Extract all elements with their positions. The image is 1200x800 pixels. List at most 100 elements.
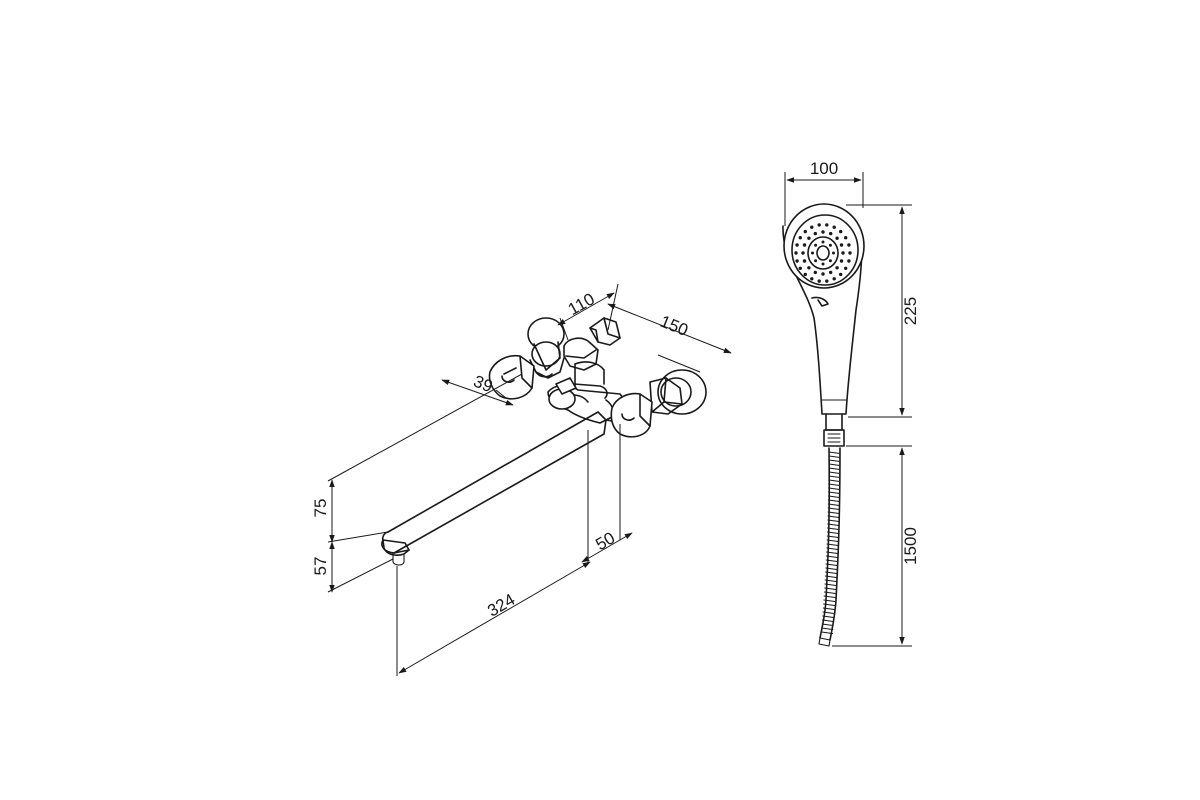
- dim-label-1500: 1500: [901, 527, 920, 565]
- nozzle-dot: [839, 229, 843, 234]
- faucet-dimension-lines: [329, 292, 732, 674]
- hose-ring: [828, 459, 841, 463]
- hose-ring: [827, 523, 840, 527]
- right-valve: [610, 369, 707, 438]
- hose-ring: [828, 471, 841, 475]
- nozzle-dot: [821, 230, 825, 234]
- faucet-drawing: 110 150 39 75 57 324 50: [311, 283, 732, 676]
- hose-ring: [828, 487, 841, 491]
- nozzle-dot: [798, 266, 802, 270]
- hose-ring: [828, 475, 841, 479]
- nozzle-dot: [794, 251, 798, 255]
- dim-line-324: [398, 561, 591, 674]
- nozzle-dot: [829, 270, 833, 275]
- dim-line-39: [441, 379, 514, 406]
- hose-ring: [827, 507, 840, 511]
- shower-dimension-labels: 100 225 1500: [810, 159, 920, 565]
- hose-ring: [827, 515, 840, 519]
- nozzle-dot: [803, 272, 807, 277]
- nozzle-dot: [841, 251, 845, 255]
- nozzle-dot: [825, 223, 829, 227]
- nozzle-dot: [821, 272, 825, 276]
- nozzle-dot: [802, 259, 807, 263]
- nozzle-dot: [803, 229, 807, 234]
- hose-ring: [825, 555, 838, 559]
- hose-ring: [828, 479, 841, 483]
- hose-ring: [828, 451, 841, 455]
- nozzle-dot: [844, 236, 848, 240]
- hose-ring: [821, 619, 834, 623]
- dim-label-57: 57: [311, 557, 330, 576]
- nozzle-dot: [807, 236, 811, 240]
- hose-ring: [822, 615, 835, 619]
- nozzle-dot: [810, 225, 814, 229]
- dim-label-100: 100: [810, 159, 838, 178]
- nozzle-dot: [835, 236, 839, 240]
- faucet-dimension-labels: 110 150 39 75 57 324 50: [311, 289, 691, 620]
- hose-ring: [823, 591, 836, 595]
- hose-ring: [825, 559, 838, 563]
- hose-ring: [826, 535, 839, 539]
- nozzle-dot: [798, 236, 802, 240]
- hose-ring: [824, 575, 837, 579]
- hose-ring: [823, 603, 836, 607]
- nozzle-dot: [814, 259, 818, 263]
- hose-ring: [826, 551, 839, 555]
- shower-head: [783, 203, 865, 307]
- hose-ring: [827, 499, 840, 503]
- nozzle-dot: [802, 243, 807, 247]
- hose-ring: [826, 543, 839, 547]
- nozzle-dot: [795, 259, 799, 263]
- hose-ring: [825, 563, 838, 567]
- nozzle-dot: [835, 266, 839, 270]
- hose-ring: [823, 599, 836, 603]
- nozzle-dot: [795, 243, 799, 247]
- dim-label-324: 324: [484, 590, 518, 621]
- dim-label-50: 50: [592, 528, 618, 554]
- dim-label-110: 110: [565, 289, 598, 319]
- hose-ring: [828, 491, 841, 495]
- left-valve: [488, 317, 565, 400]
- nozzle-dot: [807, 266, 811, 270]
- hose-ring: [826, 531, 839, 535]
- hose-ring: [825, 567, 838, 571]
- nozzle-pattern: [794, 223, 852, 283]
- hose-ring: [828, 467, 841, 471]
- hose-ring: [827, 495, 841, 499]
- dim-label-150: 150: [657, 312, 690, 340]
- hose-ring: [821, 623, 834, 627]
- nozzle-dot: [811, 251, 814, 255]
- hose-ring: [822, 611, 835, 615]
- hose-ring: [827, 511, 840, 515]
- nozzle-dot: [813, 231, 817, 236]
- hose-ring: [824, 579, 837, 583]
- nozzle-dot: [810, 277, 814, 281]
- nozzle-dot: [813, 270, 817, 275]
- nozzle-dot: [825, 279, 829, 283]
- nozzle-dot: [817, 223, 821, 227]
- hose-ring: [828, 463, 841, 467]
- hose-ring: [828, 483, 841, 487]
- nozzle-dot: [839, 272, 843, 277]
- hose-ring: [827, 503, 840, 507]
- nozzle-dot: [839, 243, 844, 247]
- shower-dimension-lines: [786, 177, 905, 645]
- nozzle-dot: [847, 259, 851, 263]
- hose-ring: [823, 595, 836, 599]
- hose-ring: [825, 571, 838, 575]
- nozzle-dot: [848, 251, 852, 255]
- nozzle-dot: [829, 231, 833, 236]
- nozzle-dot: [832, 251, 835, 255]
- shower-handle: [782, 225, 863, 415]
- nozzle-dot: [821, 240, 825, 244]
- nozzle-dot: [847, 243, 851, 247]
- diverter: [555, 317, 621, 395]
- hose-ring: [826, 539, 839, 543]
- dim-line-110: [557, 292, 615, 326]
- spout: [381, 411, 607, 566]
- hose-ring: [821, 627, 834, 631]
- nozzle-dot: [828, 243, 832, 247]
- hose-ring: [824, 587, 837, 591]
- nozzle-dot: [839, 259, 844, 263]
